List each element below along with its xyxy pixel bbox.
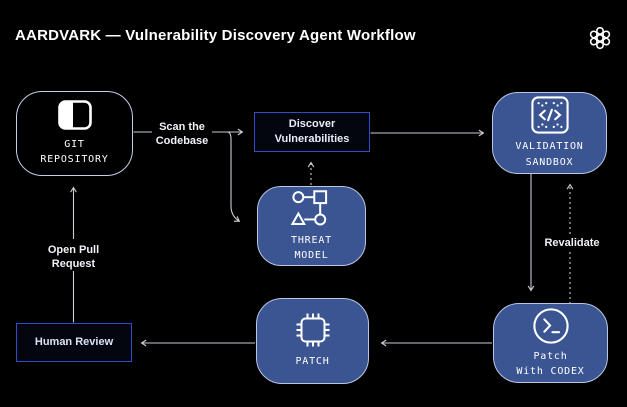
repository-icon: [57, 99, 92, 130]
threat-model-icon: [290, 189, 333, 229]
openai-logo-icon: [588, 26, 612, 50]
patch-with-codex-node: Patch With CODEX: [493, 303, 608, 383]
page-title: AARDVARK — Vulnerability Discovery Agent…: [15, 27, 416, 44]
terminal-codex-icon: [532, 307, 570, 345]
git-repository-label: GIT REPOSITORY: [40, 138, 109, 166]
git-repository-node: GIT REPOSITORY: [16, 91, 133, 176]
discover-vulnerabilities-label: Discover Vulnerabilities: [274, 118, 350, 145]
revalidate-label: Revalidate: [534, 234, 610, 253]
chip-icon: [293, 312, 333, 348]
edge-scan-branch-to-threat-model: [226, 131, 241, 222]
open-pull-request-label: Open Pull Request: [47, 244, 100, 271]
sandbox-code-icon: [530, 96, 569, 134]
scan-codebase-label: Scan the Codebase: [155, 121, 209, 148]
patch-node: PATCH: [256, 298, 369, 384]
patch-with-codex-label: Patch With CODEX: [516, 350, 585, 378]
threat-model-label: THREAT MODEL: [291, 234, 332, 262]
patch-label: PATCH: [295, 356, 330, 368]
discover-vulnerabilities-box: Discover Vulnerabilities: [254, 112, 370, 152]
human-review-box: Human Review: [16, 323, 132, 362]
threat-model-node: THREAT MODEL: [257, 186, 366, 266]
human-review-label: Human Review: [34, 336, 114, 349]
validation-sandbox-node: VALIDATION SANDBOX: [492, 92, 607, 174]
validation-sandbox-label: VALIDATION SANDBOX: [515, 141, 584, 168]
